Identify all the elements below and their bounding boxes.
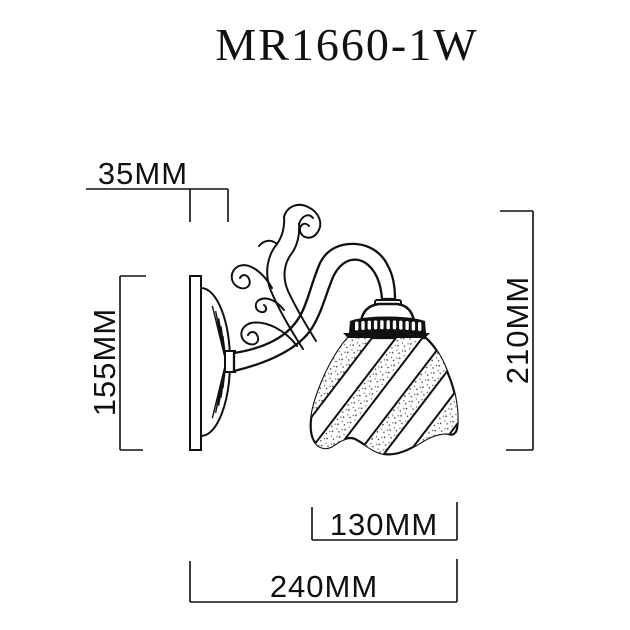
dimension-shade-diameter: 130MM [311,502,458,542]
scroll-ornament [230,203,322,350]
dimension-label-155mm: 155MM [87,308,122,416]
holder-cap [359,302,416,323]
dimension-backplate-height: 155MM [87,275,146,451]
dimension-label-130mm: 130MM [330,507,438,542]
sconce-drawing [189,203,459,456]
dimension-canopy-depth: 35MM [86,156,229,222]
dimension-line-35mm [86,188,229,222]
dimension-label-210mm: 210MM [500,276,535,384]
beaded-band [343,316,430,339]
dimension-line-155mm [119,275,146,451]
model-number-title: MR1660-1W [215,19,478,70]
dimension-line-130mm [311,502,458,541]
dimension-line-210mm [500,210,534,451]
dimension-label-35mm: 35MM [98,156,188,191]
lamp-arm [232,242,397,373]
dimension-overall-projection: 240MM [189,559,458,604]
dimension-label-240mm: 240MM [270,569,378,604]
dimension-overall-height: 210MM [500,210,535,451]
wall-backplate [189,275,202,451]
dimension-line-240mm [189,559,458,603]
